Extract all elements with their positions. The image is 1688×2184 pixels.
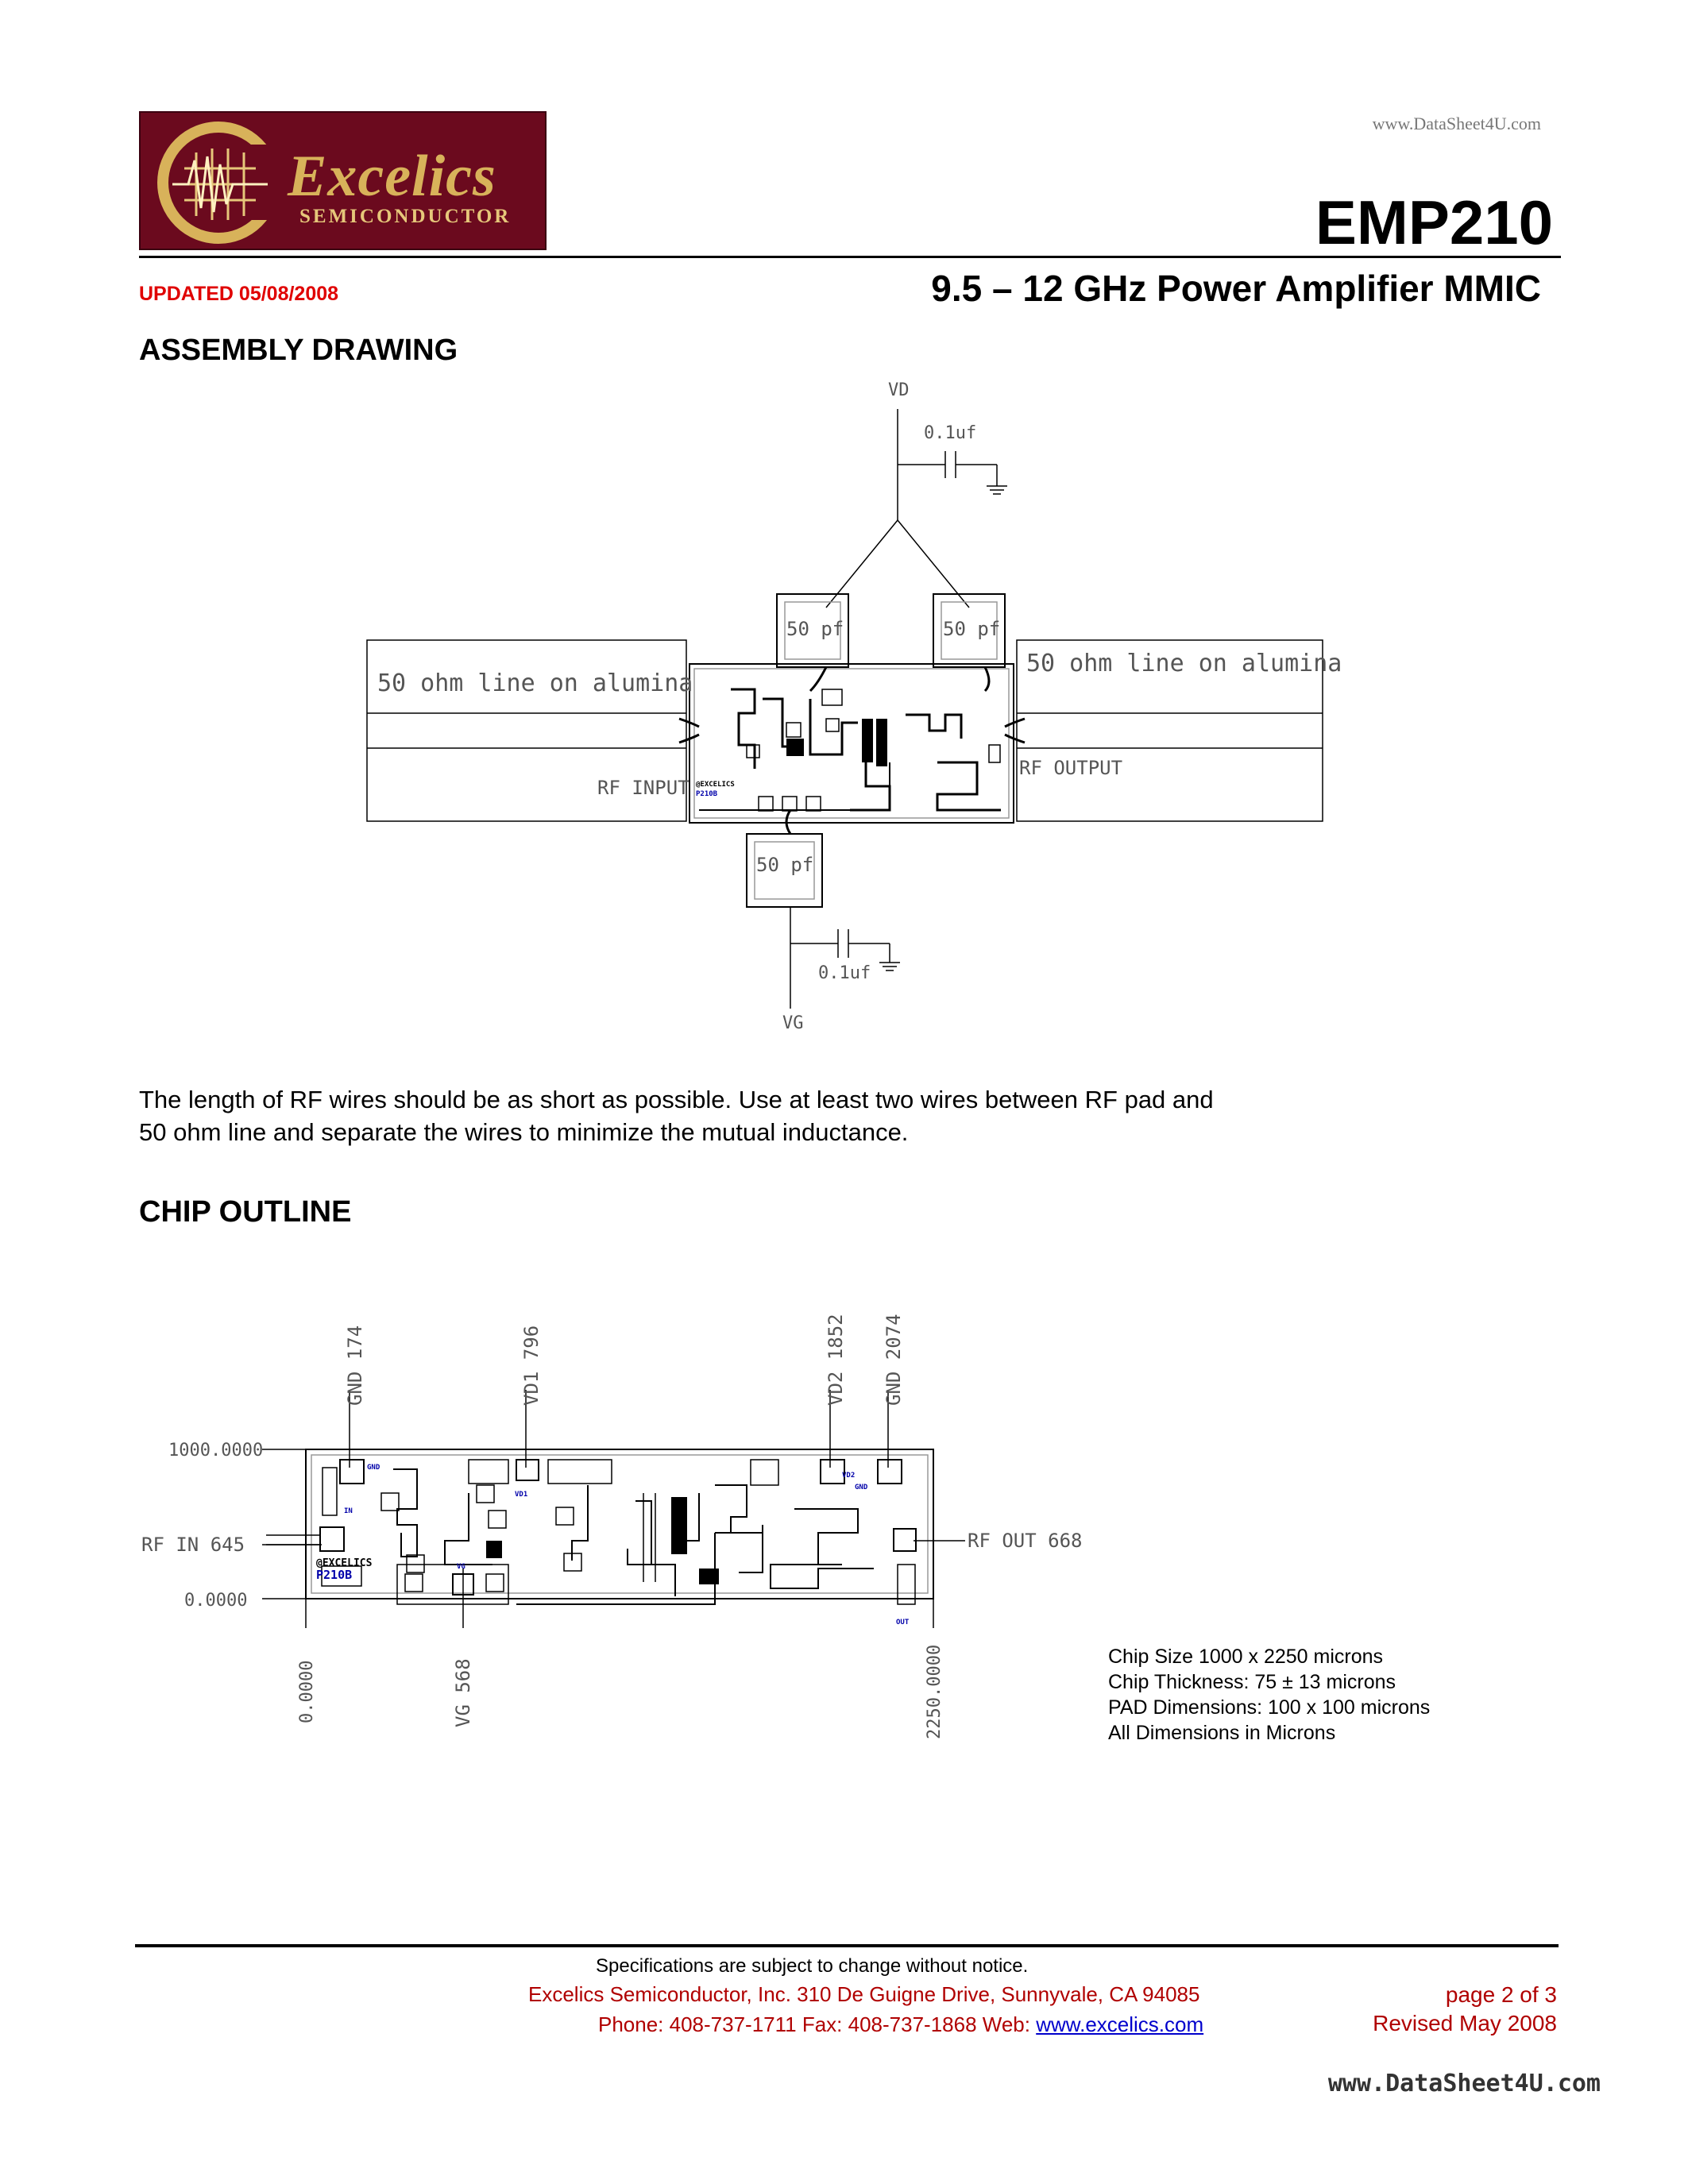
chip-mark: @EXCELICS — [316, 1557, 373, 1569]
logo-subtitle: SEMICONDUCTOR — [299, 206, 512, 227]
header-divider — [139, 256, 1561, 258]
company-logo: Excelics SEMICONDUCTOR — [139, 111, 547, 250]
cap-top-label: 0.1uf — [924, 423, 976, 443]
footer-address: Excelics Semiconductor, Inc. 310 De Guig… — [528, 1982, 1200, 2006]
vd2-1852-label: VD2 1852 — [825, 1314, 847, 1406]
spec-chip-size: Chip Size 1000 x 2250 microns — [1108, 1646, 1384, 1668]
note-line-2: 50 ohm line and separate the wires to mi… — [139, 1118, 909, 1146]
spec-pad-dimensions: PAD Dimensions: 100 x 100 microns — [1108, 1696, 1431, 1719]
rf-in-label: RF IN 645 — [141, 1534, 245, 1556]
pf-bottom-label: 50 pf — [756, 854, 813, 876]
cap-bottom-label: 0.1uf — [818, 963, 871, 983]
product-subtitle: 9.5 – 12 GHz Power Amplifier MMIC — [931, 268, 1541, 309]
pad-vd1-label: VD1 — [515, 1491, 527, 1499]
watermark-top: www.DataSheet4U.com — [1372, 114, 1541, 133]
footer-divider — [135, 1944, 1559, 1947]
y-0-label: 0.0000 — [184, 1591, 247, 1611]
vd-label: VD — [888, 380, 910, 400]
note-line-1: The length of RF wires should be as shor… — [139, 1086, 1214, 1113]
pad-gnd-label: GND — [367, 1464, 380, 1472]
part-number: EMP210 — [1315, 187, 1553, 257]
pf-left-label: 50 pf — [786, 618, 844, 640]
footer-notice: Specifications are subject to change wit… — [596, 1955, 1029, 1977]
pad-vg-label: VG — [457, 1563, 465, 1571]
page-number: page 2 of 3 — [1445, 1982, 1557, 2007]
chip-outline-drawing: GND 174 VD1 796 VD2 1852 GND 2074 1000.0… — [141, 1314, 1083, 1739]
spec-units: All Dimensions in Microns — [1108, 1722, 1336, 1744]
x-0-label: 0.0000 — [297, 1661, 317, 1723]
footer-contact: Phone: 408-737-1711 Fax: 408-737-1868 We… — [598, 2012, 1203, 2037]
line-right-label: 50 ohm line on alumina — [1026, 650, 1342, 677]
assembly-chip-mark: @EXCELICS — [696, 781, 735, 789]
footer-web-link[interactable]: www.excelics.com — [1036, 2012, 1204, 2036]
pad-vd2-label: VD2 — [842, 1472, 855, 1480]
rf-output-label: RF OUTPUT — [1019, 757, 1122, 779]
chip-outline-heading: CHIP OUTLINE — [139, 1195, 352, 1229]
assembly-heading: ASSEMBLY DRAWING — [139, 334, 458, 367]
watermark-bottom: www.DataSheet4U.com — [1327, 2070, 1601, 2097]
footer-phone: Phone: 408-737-1711 Fax: 408-737-1868 We… — [598, 2012, 1037, 2036]
y-1000-label: 1000.0000 — [168, 1441, 263, 1461]
gnd-2074-label: GND 2074 — [883, 1314, 905, 1406]
chip-part: P210B — [316, 1568, 352, 1582]
pf-right-label: 50 pf — [943, 618, 1000, 640]
vd1-796-label: VD1 796 — [520, 1325, 543, 1406]
logo-emblem-icon — [157, 122, 284, 244]
revised-date: Revised May 2008 — [1373, 2011, 1557, 2035]
pad-in-label: IN — [344, 1507, 353, 1515]
pad-out-label: OUT — [896, 1619, 910, 1626]
chip-specs: Chip Size 1000 x 2250 microns Chip Thick… — [1108, 1644, 1430, 1746]
pad-gnd2-label: GND — [855, 1484, 868, 1491]
rf-out-label: RF OUT 668 — [968, 1530, 1083, 1552]
updated-date: UPDATED 05/08/2008 — [139, 283, 339, 305]
rf-input-label: RF INPUT — [597, 777, 689, 799]
gnd-174-label: GND 174 — [344, 1325, 366, 1406]
line-left-label: 50 ohm line on alumina — [377, 669, 693, 697]
x-2250-label: 2250.0000 — [925, 1645, 944, 1739]
assembly-note: The length of RF wires should be as shor… — [139, 1083, 1489, 1148]
assembly-chip-part: P210B — [696, 790, 718, 798]
assembly-drawing: VD 0.1uf 50 pf 50 pf 50 pf 50 ohm line o… — [366, 380, 1342, 1033]
vg-label: VG — [782, 1013, 804, 1033]
logo-brand: Excelics — [288, 144, 496, 209]
spec-chip-thickness: Chip Thickness: 75 ± 13 microns — [1108, 1671, 1396, 1693]
vg-568-label: VG 568 — [452, 1658, 474, 1727]
